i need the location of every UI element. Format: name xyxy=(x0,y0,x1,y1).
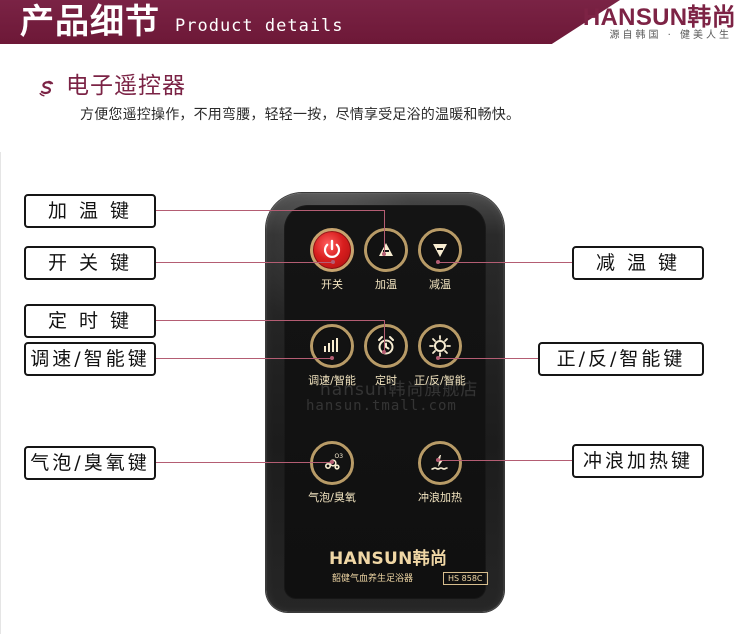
brand-logo: HANSUN韩尚 xyxy=(582,4,736,31)
brand-block: HANSUN韩尚 源自韩国 · 健美人生 xyxy=(566,4,736,41)
timer-connector-vertical xyxy=(384,320,385,352)
bubble-ozone-callout: 气泡/臭氧键 xyxy=(24,446,156,480)
svg-text:O3: O3 xyxy=(335,453,344,460)
wave-heat-connector xyxy=(438,460,572,461)
forward-reverse-smart-label: 正/反/智能 xyxy=(414,374,466,387)
decrease-temperature-connector xyxy=(438,262,572,263)
bubble-ozone-connector xyxy=(156,462,332,463)
remote-model-badge: HS 858C xyxy=(443,572,488,585)
remote-panel: hansun韩尚旗舰店 hansun.tmall.com 开关 加温 xyxy=(284,205,488,599)
rotate-icon xyxy=(429,335,451,357)
wave-heat-icon xyxy=(431,455,448,470)
increase-temperature-label: 加温 xyxy=(375,278,397,291)
bubble-ozone-button[interactable]: O3 xyxy=(310,441,354,485)
wave-heat-callout: 冲浪加热键 xyxy=(572,444,704,478)
remote-control: hansun韩尚旗舰店 hansun.tmall.com 开关 加温 xyxy=(266,193,504,612)
timer-callout: 定 时 键 xyxy=(24,304,156,338)
increase-temperature-button[interactable] xyxy=(364,228,408,272)
forward-reverse-smart-connector xyxy=(438,358,538,359)
s-logo-icon xyxy=(39,80,54,97)
header-title: 产品细节 xyxy=(20,2,160,42)
power-dot xyxy=(331,260,335,264)
timer-button[interactable] xyxy=(364,324,408,368)
timer-dot xyxy=(382,350,386,354)
forward-reverse-smart-button[interactable] xyxy=(418,324,462,368)
remote-product-name: 气血养生足浴器 xyxy=(350,574,414,584)
speed-smart-dot xyxy=(330,356,334,360)
brand-slogan: 源自韩国 · 健美人生 xyxy=(609,30,732,41)
speed-smart-callout: 调速/智能键 xyxy=(24,342,156,376)
bubble-ozone-label: 气泡/臭氧 xyxy=(308,491,356,504)
remote-series: 韶健 xyxy=(332,574,351,584)
power-connector xyxy=(156,262,333,263)
speed-smart-connector xyxy=(156,358,332,359)
timer-connector xyxy=(156,320,384,321)
decrease-temperature-label: 减温 xyxy=(429,278,451,291)
wave-heat-button[interactable] xyxy=(418,441,462,485)
header-banner xyxy=(0,0,620,44)
bubble-ozone-icon: O3 xyxy=(325,453,344,470)
section-description: 方便您遥控操作，不用弯腰，轻轻一按，尽情享受足浴的温暖和畅快。 xyxy=(80,107,521,123)
left-divider xyxy=(0,152,1,634)
power-button[interactable] xyxy=(310,228,354,272)
increase-temperature-connector-vertical xyxy=(384,210,385,254)
header-subtitle: Product details xyxy=(175,16,344,36)
power-label: 开关 xyxy=(321,278,343,291)
decrease-temperature-button[interactable] xyxy=(418,228,462,272)
remote-brand: HANSUN韩尚 xyxy=(329,549,448,569)
bubble-ozone-dot xyxy=(330,460,334,464)
wave-heat-dot xyxy=(436,458,440,462)
speed-smart-label: 调速/智能 xyxy=(308,374,356,387)
watermark-url: hansun.tmall.com xyxy=(306,398,457,414)
decrease-temperature-callout: 减 温 键 xyxy=(572,246,704,280)
increase-temperature-callout: 加 温 键 xyxy=(24,194,156,228)
speed-bars-icon xyxy=(324,338,338,352)
power-callout: 开 关 键 xyxy=(24,246,156,280)
power-icon xyxy=(323,239,341,258)
increase-temperature-connector xyxy=(156,210,384,211)
alarm-clock-icon xyxy=(378,336,394,355)
increase-temperature-dot xyxy=(382,252,386,256)
down-triangle-icon xyxy=(433,244,447,257)
forward-reverse-smart-dot xyxy=(436,356,440,360)
up-triangle-icon xyxy=(379,243,393,256)
forward-reverse-smart-callout: 正/反/智能键 xyxy=(538,342,704,376)
decrease-temperature-dot xyxy=(436,260,440,264)
timer-label: 定时 xyxy=(375,374,397,387)
remote-product-line: 韶健气血养生足浴器 xyxy=(332,574,413,584)
section-title: 电子遥控器 xyxy=(66,73,186,99)
header-bar: 产品细节 Product details HANSUN韩尚 源自韩国 · 健美人… xyxy=(0,0,746,44)
wave-heat-label: 冲浪加热 xyxy=(418,491,462,504)
speed-smart-button[interactable] xyxy=(310,324,354,368)
